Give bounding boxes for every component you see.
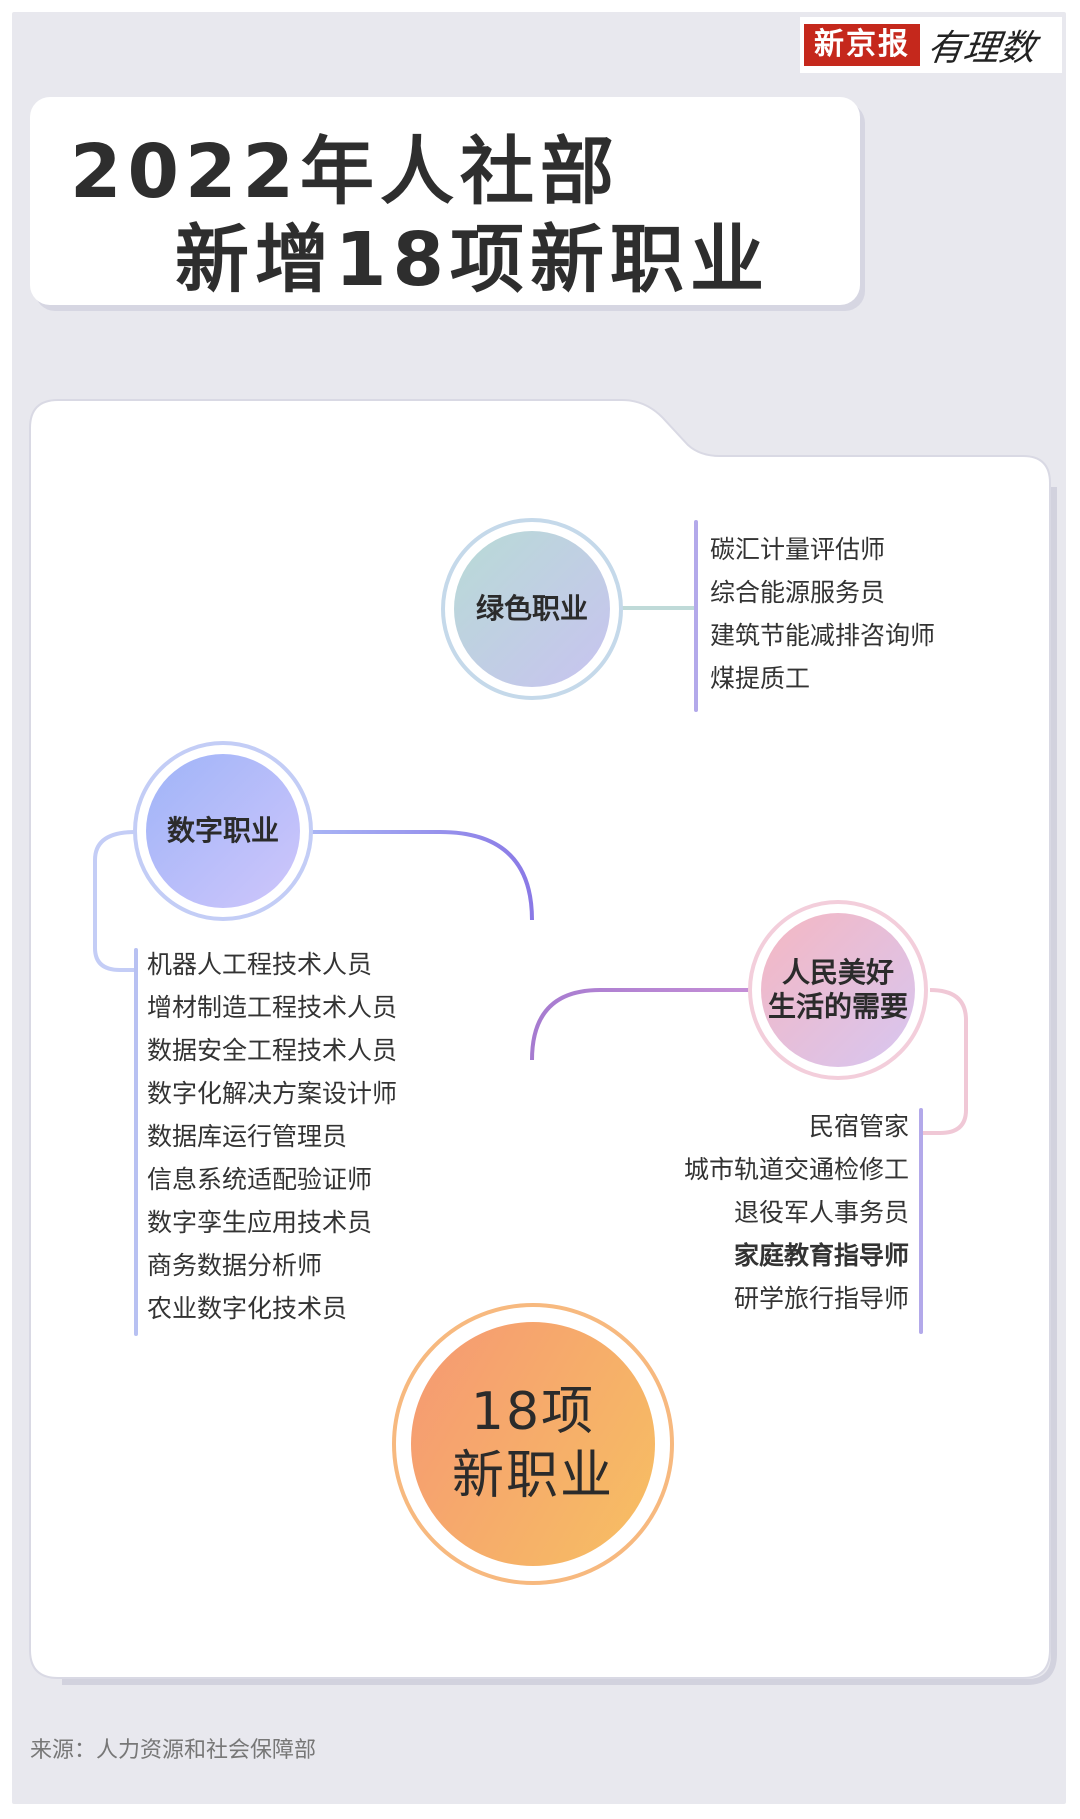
green-list-bar: [694, 520, 698, 712]
branch-digital-line: [305, 830, 534, 921]
green-item: 建筑节能减排咨询师: [710, 621, 936, 650]
title-line-2: 新增18项新职业: [175, 217, 770, 303]
digital-connector-line: [93, 830, 136, 972]
digital-item: 信息系统适配验证师: [147, 1165, 373, 1194]
digital-item: 数据安全工程技术人员: [147, 1036, 398, 1065]
life-node-label-line1: 人民美好: [781, 956, 894, 989]
life-list-bar: [919, 1108, 923, 1334]
green-node-ring: 绿色职业: [441, 518, 623, 700]
digital-list-bar: [134, 948, 138, 1336]
life-node-label-line2: 生活的需要: [767, 990, 908, 1023]
digital-item: 数据库运行管理员: [147, 1122, 348, 1151]
digital-item: 机器人工程技术人员: [147, 950, 373, 979]
life-node: 人民美好 生活的需要: [761, 913, 915, 1067]
life-node-ring: 人民美好 生活的需要: [748, 900, 928, 1080]
green-item: 碳汇计量评估师: [710, 535, 886, 564]
digital-item: 数字化解决方案设计师: [147, 1079, 398, 1108]
green-node: 绿色职业: [454, 531, 610, 687]
green-item: 煤提质工: [710, 664, 811, 693]
digital-node: 数字职业: [146, 754, 300, 908]
digital-item: 农业数字化技术员: [147, 1294, 348, 1323]
digital-item: 数字孪生应用技术员: [147, 1208, 373, 1237]
digital-item: 商务数据分析师: [147, 1251, 323, 1280]
life-connector-line: [922, 988, 968, 1135]
center-node-ring: 18项 新职业: [392, 1303, 674, 1585]
digital-node-label: 数字职业: [166, 814, 279, 847]
folder-panel: [29, 399, 1051, 1679]
brand-name: 新京报: [804, 24, 920, 66]
folder-shadow: [62, 487, 1057, 1685]
life-item: 民宿管家: [808, 1112, 909, 1141]
source-note: 来源：人力资源和社会保障部: [30, 1738, 317, 1763]
digital-node-ring: 数字职业: [133, 741, 313, 921]
center-label-line2: 新职业: [451, 1446, 614, 1506]
center-label-line1: 18项: [470, 1382, 596, 1442]
title-line-1: 2022年人社部: [70, 129, 620, 215]
branch-life-line: [530, 988, 752, 1061]
life-item: 研学旅行指导师: [733, 1284, 909, 1313]
brand-logo: 新京报 有理数: [800, 17, 1062, 73]
life-item: 退役军人事务员: [733, 1198, 909, 1227]
life-item: 城市轨道交通检修工: [683, 1155, 909, 1184]
center-node: 18项 新职业: [411, 1322, 655, 1566]
green-item: 综合能源服务员: [710, 578, 886, 607]
digital-item: 增材制造工程技术人员: [147, 993, 398, 1022]
title-card: [30, 97, 860, 305]
green-node-label: 绿色职业: [475, 592, 588, 625]
life-item-emphasized: 家庭教育指导师: [733, 1241, 909, 1270]
